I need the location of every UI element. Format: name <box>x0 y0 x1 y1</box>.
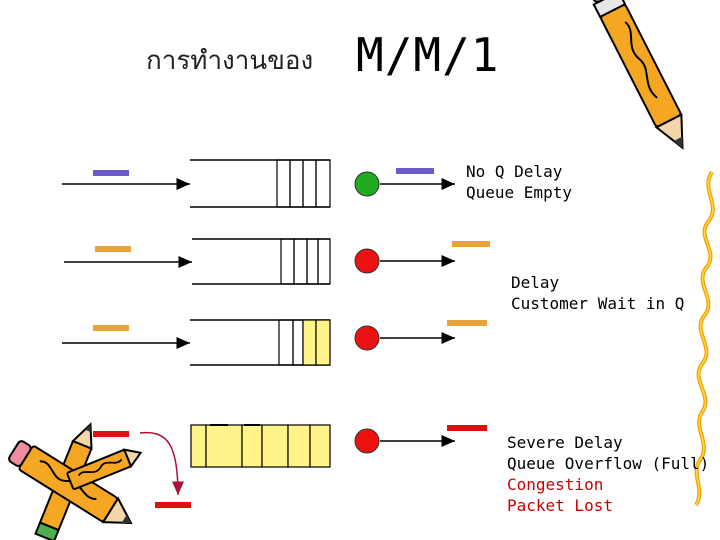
packet-departing <box>396 168 434 174</box>
scenario-3 <box>62 319 487 366</box>
label-line: Queue Empty <box>466 183 572 202</box>
packet-departing <box>452 241 490 247</box>
server-idle <box>354 171 380 197</box>
label-line: Customer Wait in Q <box>511 294 685 313</box>
scenario-4-label: Severe Delay Queue Overflow (Full) Conge… <box>507 432 709 516</box>
buffer-slot-filled <box>205 424 243 468</box>
server-busy <box>354 325 380 351</box>
alert-line: Congestion <box>507 475 604 494</box>
label-line: Delay <box>511 273 560 292</box>
server-busy <box>354 428 380 454</box>
buffer-slot-filled <box>309 424 331 468</box>
packet-departing <box>447 320 487 326</box>
title-model: M/M/1 <box>356 28 500 82</box>
buffer-slot-filled <box>261 424 289 468</box>
scenario-1 <box>62 159 455 208</box>
label-line: No Q Delay <box>466 162 563 181</box>
buffer-slot-filled <box>287 424 311 468</box>
packet-arriving <box>93 170 129 176</box>
scenario-2 <box>64 238 490 285</box>
buffer-slot <box>289 159 304 208</box>
drop-arrow <box>139 431 184 496</box>
queue-buffer <box>190 319 331 366</box>
server-busy <box>354 248 380 274</box>
queue-buffer <box>190 159 331 208</box>
buffer-slot <box>317 238 331 285</box>
scenario-4 <box>93 424 487 508</box>
buffer-slot-filled <box>241 424 263 468</box>
buffer-slot-filled <box>302 319 317 366</box>
buffer-slot <box>278 319 294 366</box>
buffer-slot <box>293 238 308 285</box>
buffer-slot <box>276 159 291 208</box>
title-thai: การทำงานของ <box>146 46 314 76</box>
label-line: Severe Delay <box>507 433 623 452</box>
packet-dropped <box>155 502 191 508</box>
buffer-slot <box>292 319 304 366</box>
packet-arriving <box>95 246 131 252</box>
scenario-1-label: No Q Delay Queue Empty <box>466 161 572 203</box>
buffer-slot <box>280 238 295 285</box>
pencil-icon <box>589 0 684 150</box>
packet-arriving <box>93 431 129 437</box>
buffer-slot-filled <box>190 424 207 468</box>
buffer-slot-filled <box>315 319 331 366</box>
scenario-2-label: Delay Customer Wait in Q <box>511 272 684 314</box>
packet-arriving <box>93 325 129 331</box>
buffer-slot <box>306 238 319 285</box>
buffer-slot <box>315 159 331 208</box>
crossed-pencils-icon <box>8 422 143 540</box>
alert-line: Packet Lost <box>507 496 613 515</box>
queue-buffer-full <box>190 424 331 468</box>
label-line: Queue Overflow (Full) <box>507 454 710 473</box>
queue-buffer <box>192 238 331 285</box>
buffer-slot <box>302 159 317 208</box>
packet-departing <box>447 425 487 431</box>
